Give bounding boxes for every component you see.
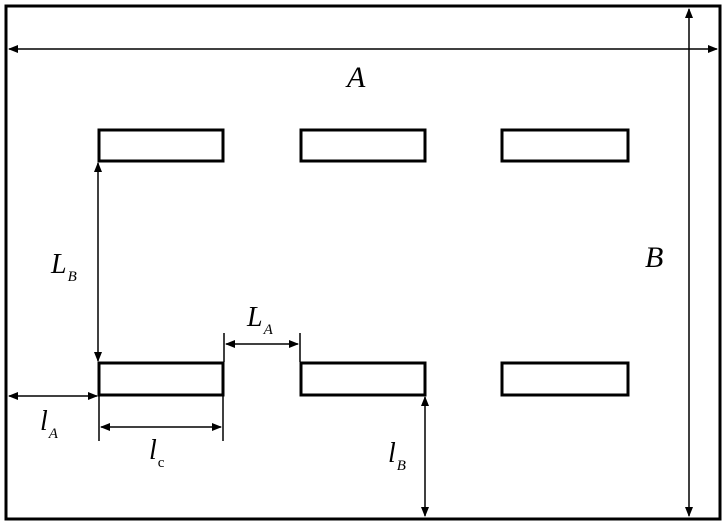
label-la-edge: lA bbox=[40, 406, 58, 442]
label-lb-edge: lB bbox=[388, 438, 406, 474]
slot-bottom-right bbox=[500, 361, 630, 397]
label-b: B bbox=[645, 241, 664, 274]
label-la-edge-main: l bbox=[40, 406, 48, 437]
slot-top-middle bbox=[299, 128, 427, 163]
label-la-spacing-main: L bbox=[247, 302, 263, 333]
label-lb-spacing: LB bbox=[51, 249, 77, 285]
slot-top-left bbox=[97, 128, 225, 163]
label-la-spacing: LA bbox=[247, 302, 273, 338]
outer-frame bbox=[4, 4, 722, 521]
label-lc: lc bbox=[149, 435, 164, 471]
label-la-spacing-sub: A bbox=[263, 322, 273, 338]
slot-bottom-middle bbox=[299, 361, 427, 397]
label-lc-sub: c bbox=[157, 455, 165, 471]
label-lb-spacing-sub: B bbox=[67, 269, 77, 285]
slot-top-right bbox=[500, 128, 630, 163]
slot-bottom-left bbox=[97, 361, 225, 397]
label-lc-main: l bbox=[149, 435, 157, 466]
label-a: A bbox=[347, 61, 366, 94]
label-lb-edge-main: l bbox=[388, 438, 396, 469]
label-lb-edge-sub: B bbox=[396, 458, 406, 474]
label-lb-spacing-main: L bbox=[51, 249, 67, 280]
label-la-edge-sub: A bbox=[48, 426, 58, 442]
